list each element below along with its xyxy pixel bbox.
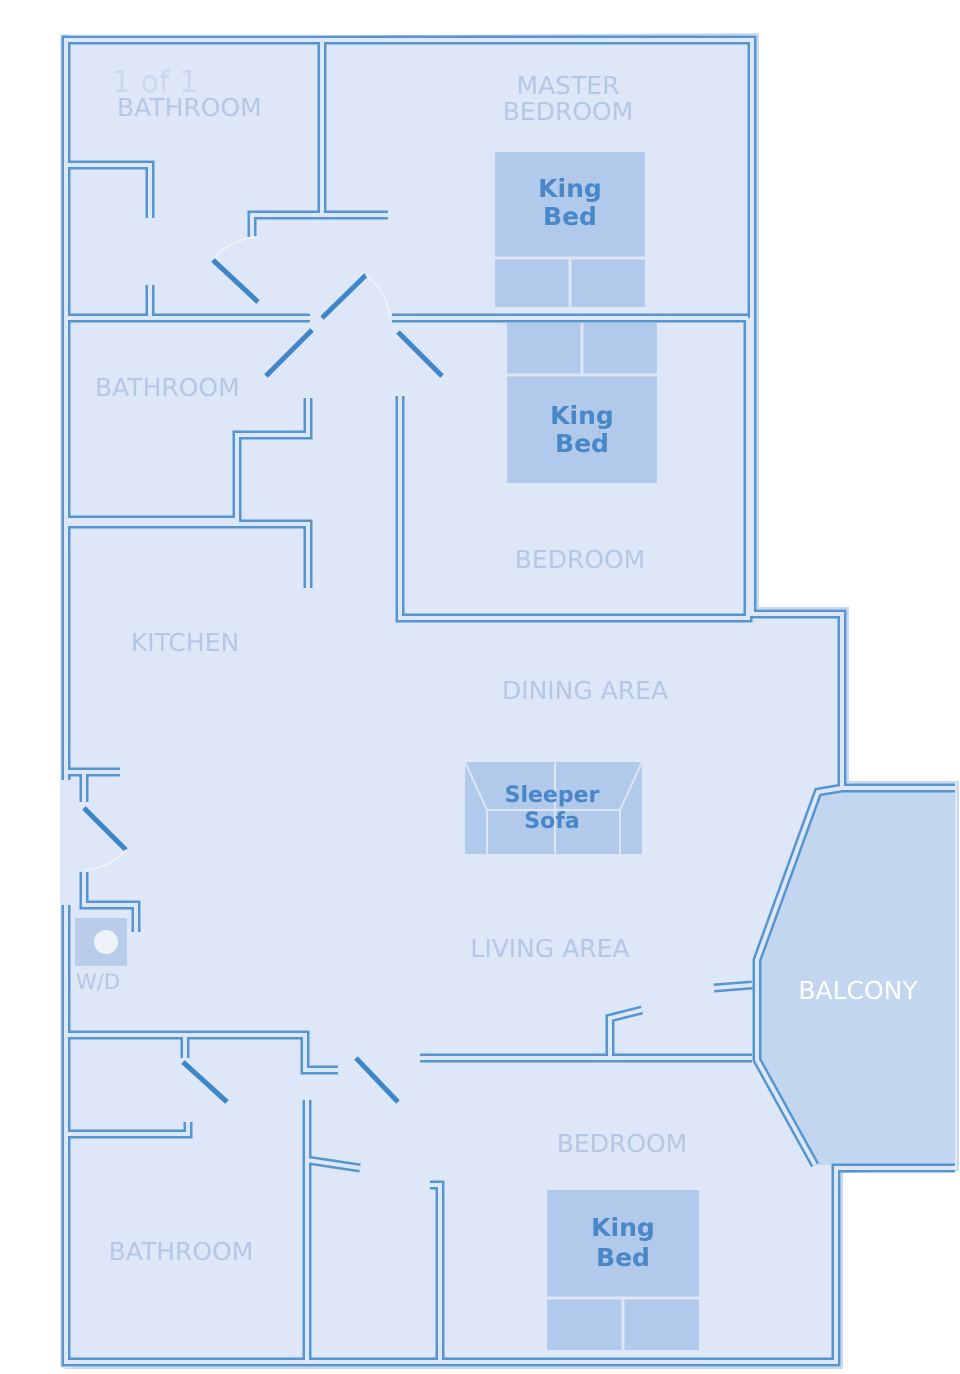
sofa-label-line2: Sofa	[524, 809, 579, 834]
door-bathroom-3	[181, 1060, 229, 1104]
label-bedroom-2: BEDROOM	[515, 545, 646, 574]
door-bathroom-1	[211, 258, 260, 304]
page-indicator: 1 of 1	[112, 65, 198, 100]
label-living-area: LIVING AREA	[470, 934, 629, 963]
washer-drum-icon	[94, 930, 118, 954]
sofa-label-line1: Sleeper	[505, 783, 600, 808]
label-bathroom-3: BATHROOM	[109, 1237, 254, 1266]
label-dining-area: DINING AREA	[502, 676, 668, 705]
label-bathroom-2: BATHROOM	[95, 373, 240, 402]
bed-label-line2: Bed	[555, 429, 609, 458]
bed-label-line2: Bed	[543, 202, 597, 231]
washer-dryer: W/D	[75, 918, 127, 994]
label-bathroom-1: BATHROOM	[117, 93, 262, 122]
doors	[82, 236, 444, 1104]
door-master-bedroom	[320, 273, 368, 320]
bedroom-2-king-bed: King Bed	[507, 323, 657, 483]
master-king-bed: King Bed	[495, 152, 645, 307]
balcony-area	[757, 792, 955, 1165]
door-entry	[82, 806, 128, 852]
sleeper-sofa: Sleeper Sofa	[464, 761, 643, 854]
bed-label-line1: King	[591, 1213, 655, 1242]
bed-label-line1: King	[550, 401, 614, 430]
label-master-line1: MASTER	[517, 71, 620, 100]
bed-label-line2: Bed	[596, 1243, 650, 1272]
bed-label-line1: King	[538, 174, 602, 203]
label-balcony: BALCONY	[798, 976, 918, 1005]
door-bedroom-2	[396, 330, 444, 378]
label-kitchen: KITCHEN	[131, 628, 239, 657]
wd-label: W/D	[76, 970, 120, 994]
walls	[61, 35, 955, 1367]
door-bathroom-2	[264, 328, 314, 378]
bedroom-3-king-bed: King Bed	[547, 1190, 699, 1350]
door-bedroom-3	[354, 1056, 400, 1104]
label-bedroom-3: BEDROOM	[557, 1129, 688, 1158]
label-master-line2: BEDROOM	[503, 97, 634, 126]
